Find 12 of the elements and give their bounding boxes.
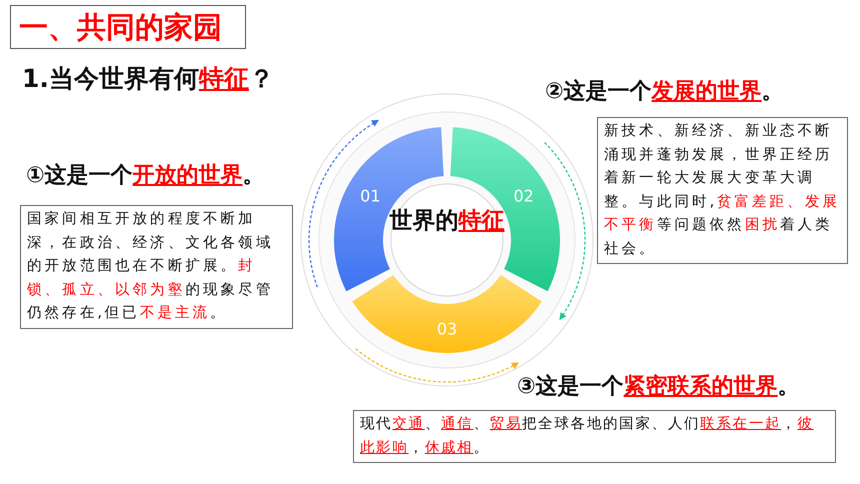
segment-number: 01 (360, 186, 381, 206)
feature-heading: ①这是一个开放的世界。 (26, 162, 265, 190)
text-box: 现代交通、通信、贸易把全球各地的国家、人们联系在一起，彼此影响，休戚相。 (353, 410, 836, 463)
center-title: 世界的特征 (388, 207, 506, 236)
question-heading: 1.当今世界有何特征？ (22, 63, 274, 95)
text-box: 国家间相互开放的程度不断加深，在政治、经济、文化各领域的开放范围也在不断扩展。封锁、孤立、以邻为壑的现象尽管仍然存在,但已不是主流。 (20, 205, 293, 328)
title-banner: 一、共同的家园 (10, 5, 246, 49)
segment-number: 02 (513, 186, 534, 206)
text-box: 新技术、新经济、新业态不断涌现并蓬勃发展，世界正经历着新一轮大发展大变革大调整。与此同时,贫富差距、发展不平衡等问题依然困扰着人类社会。 (597, 117, 848, 264)
segment-number: 03 (436, 319, 458, 338)
feature-heading: ②这是一个发展的世界。 (545, 78, 784, 106)
feature-heading: ③这是一个紧密联系的世界。 (517, 372, 800, 401)
